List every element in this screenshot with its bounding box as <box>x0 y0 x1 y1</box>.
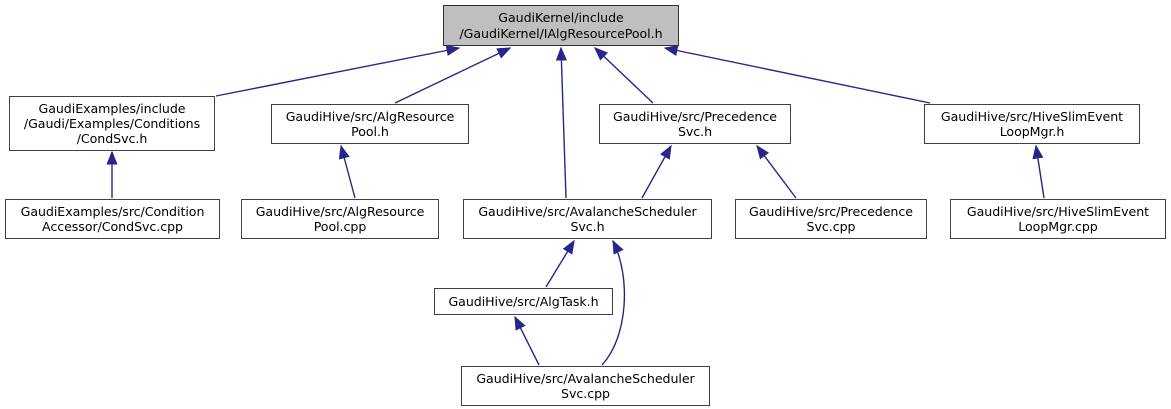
graph-node-label: GaudiHive/src/AlgResource Pool.cpp <box>255 203 425 234</box>
graph-node-ialgresourcepool[interactable]: GaudiKernel/include /GaudiKernel/IAlgRes… <box>443 5 679 46</box>
graph-edge-algtask-h-to-avalancheschedulersvc-h <box>545 239 575 288</box>
graph-node-label: GaudiHive/src/AvalancheScheduler Svc.cpp <box>476 370 695 401</box>
graph-edge-algresourcepool-h-to-ialgresourcepool <box>394 47 512 104</box>
graph-node-condsvc-cpp[interactable]: GaudiExamples/src/Condition Accessor/Con… <box>5 199 220 239</box>
graph-edge-hiveslimeventloopmgr-h-to-ialgresourcepool <box>663 45 931 104</box>
graph-node-hiveslimeventloopmgr-h[interactable]: GaudiHive/src/HiveSlimEvent LoopMgr.h <box>924 104 1140 144</box>
graph-edge-precedencesvc-cpp-to-precedencesvc-h <box>756 144 797 199</box>
graph-node-condsvc-h[interactable]: GaudiExamples/include /Gaudi/Examples/Co… <box>9 96 215 151</box>
graph-node-algtask-h[interactable]: GaudiHive/src/AlgTask.h <box>434 288 613 315</box>
graph-node-label: GaudiHive/src/AvalancheScheduler Svc.h <box>478 203 697 234</box>
graph-node-label: GaudiHive/src/HiveSlimEvent LoopMgr.cpp <box>966 203 1150 234</box>
graph-node-label: GaudiHive/src/HiveSlimEvent LoopMgr.h <box>940 108 1124 139</box>
graph-edge-algresourcepool-cpp-to-algresourcepool-h <box>338 144 356 199</box>
graph-node-avalancheschedulersvc-h[interactable]: GaudiHive/src/AvalancheScheduler Svc.h <box>463 199 712 239</box>
graph-node-precedencesvc-h[interactable]: GaudiHive/src/Precedence Svc.h <box>599 104 791 144</box>
graph-edge-avalancheschedulersvc-cpp-to-algtask-h <box>514 315 540 366</box>
graph-node-algresourcepool-h[interactable]: GaudiHive/src/AlgResource Pool.h <box>271 104 469 144</box>
graph-edge-avalancheschedulersvc-h-to-precedencesvc-h <box>641 144 672 199</box>
graph-node-label: GaudiExamples/include /Gaudi/Examples/Co… <box>23 100 201 147</box>
graph-node-label: GaudiHive/src/AlgTask.h <box>448 293 599 309</box>
graph-node-precedencesvc-cpp[interactable]: GaudiHive/src/Precedence Svc.cpp <box>735 199 927 239</box>
graph-node-label: GaudiExamples/src/Condition Accessor/Con… <box>20 203 205 234</box>
graph-edge-condsvc-h-to-ialgresourcepool <box>215 44 461 97</box>
graph-edge-hiveslimeventloopmgr-cpp-to-hiveslimeventloopmgr-h <box>1032 144 1045 199</box>
graph-node-label: GaudiHive/src/Precedence Svc.h <box>613 108 777 139</box>
graph-node-hiveslimeventloopmgr-cpp[interactable]: GaudiHive/src/HiveSlimEvent LoopMgr.cpp <box>950 199 1166 239</box>
graph-node-label: GaudiHive/src/AlgResource Pool.h <box>285 108 455 139</box>
graph-edge-avalancheschedulersvc-h-to-ialgresourcepool <box>555 46 568 199</box>
graph-node-label: GaudiHive/src/Precedence Svc.cpp <box>749 203 913 234</box>
graph-edge-precedencesvc-h-to-ialgresourcepool <box>593 47 654 104</box>
graph-node-label: GaudiKernel/include /GaudiKernel/IAlgRes… <box>459 10 663 41</box>
graph-node-avalancheschedulersvc-cpp[interactable]: GaudiHive/src/AvalancheScheduler Svc.cpp <box>461 366 710 406</box>
graph-node-algresourcepool-cpp[interactable]: GaudiHive/src/AlgResource Pool.cpp <box>241 199 439 239</box>
